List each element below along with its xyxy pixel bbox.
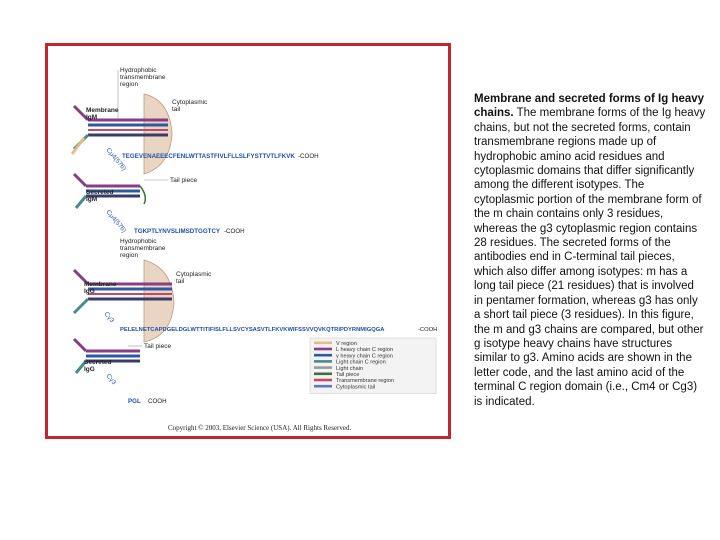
- sequence-text: PELELNETCAPDGELDGLWTTITIFISLFLLSVCYSASVT…: [120, 327, 385, 333]
- secreted-igg-label-1: Secreted: [84, 359, 111, 366]
- legend-box: [309, 337, 437, 394]
- legend-swatch: [314, 353, 332, 357]
- domain-label: Cγ3: [104, 373, 117, 387]
- cytoplasmic-label-2: tail: [172, 106, 181, 113]
- membrane-slab: [143, 259, 175, 343]
- figure-caption: Membrane and secreted forms of Ig heavy …: [474, 92, 706, 409]
- cooh-label: COOH: [148, 398, 167, 405]
- legend-swatch: [314, 341, 332, 345]
- legend-swatch: [314, 347, 332, 351]
- copyright-notice: Copyright © 2003, Elsevier Science (USA)…: [168, 424, 352, 432]
- cytoplasmic-label-2: tail: [176, 278, 185, 285]
- hydrophobic-label-2: transmembrane: [120, 245, 166, 252]
- sequence-text: TGKPTLYNVSLIMSDTGGTCY: [134, 228, 221, 235]
- panel-membrane-igm: Hydrophobic transmembrane region Membran…: [70, 67, 319, 175]
- membrane-igm-label-1: Membrane: [86, 107, 119, 114]
- legend-swatch: [314, 384, 332, 388]
- panel-membrane-igg: Hydrophobic transmembrane region Membran…: [72, 238, 437, 343]
- hydrophobic-label-1: Hydrophobic: [120, 67, 157, 74]
- cytoplasmic-label-1: Cytoplasmic: [176, 271, 212, 278]
- secreted-igm-label-1: Secreted: [86, 189, 113, 196]
- legend-label: Cytoplasmic tail: [336, 384, 375, 390]
- tail-piece-label: Tail piece: [170, 177, 197, 184]
- membrane-igg-label-1: Membrane: [84, 281, 117, 288]
- legend-swatch: [314, 372, 332, 376]
- hydrophobic-label-3: region: [120, 252, 138, 259]
- legend-label: V region: [336, 341, 357, 347]
- sequence-text: PGL: [128, 398, 141, 405]
- hydrophobic-label-2: transmembrane: [120, 74, 166, 81]
- legend-label: Tail piece: [336, 372, 359, 378]
- tail-piece-label: Tail piece: [144, 343, 171, 350]
- figure-frame: Hydrophobic transmembrane region Membran…: [45, 43, 451, 439]
- figure-illustration: Hydrophobic transmembrane region Membran…: [70, 67, 437, 405]
- cooh-label: -COOH: [224, 228, 245, 235]
- legend-label: γ heavy chain C region: [336, 353, 393, 359]
- cooh-label: -COOH: [298, 153, 319, 160]
- membrane-igg-label-2: IgG: [84, 288, 95, 295]
- hydrophobic-label-1: Hydrophobic: [120, 238, 157, 245]
- cooh-label: -COOH: [418, 327, 437, 333]
- membrane-igm-label-2: IgM: [86, 114, 97, 121]
- legend-label: Light chain C region: [336, 360, 386, 366]
- secreted-igg-label-2: IgG: [84, 366, 95, 373]
- legend-label: Light chain: [336, 366, 363, 372]
- legend-swatch: [314, 360, 332, 363]
- domain-label: Cμ4(576): [104, 209, 127, 234]
- panel-secreted-igg: Tail piece Secreted IgG Cγ3 PGL COOH: [72, 337, 171, 405]
- legend-label: L heavy chain C region: [336, 347, 393, 353]
- secreted-igm-label-2: IgM: [86, 196, 97, 203]
- caption-body: The membrane forms of the Ig heavy chain…: [474, 107, 706, 408]
- legend-swatch: [314, 366, 332, 369]
- legend-label: Transmembrane region: [336, 378, 394, 384]
- hydrophobic-label-3: region: [120, 81, 138, 88]
- caption-title: Membrane and secreted forms of Ig heavy …: [474, 93, 705, 120]
- domain-label: Cγ3: [102, 311, 115, 325]
- cytoplasmic-label-1: Cytoplasmic: [172, 99, 208, 106]
- panel-secreted-igm: Tail piece Secreted IgM Cμ4(576) TGKPTLY…: [72, 172, 245, 235]
- sequence-text: TEGEVENAEEECFENLWTTASTFIVLFLLSLFYSTTVTLF…: [122, 153, 295, 160]
- legend-swatch: [314, 378, 332, 382]
